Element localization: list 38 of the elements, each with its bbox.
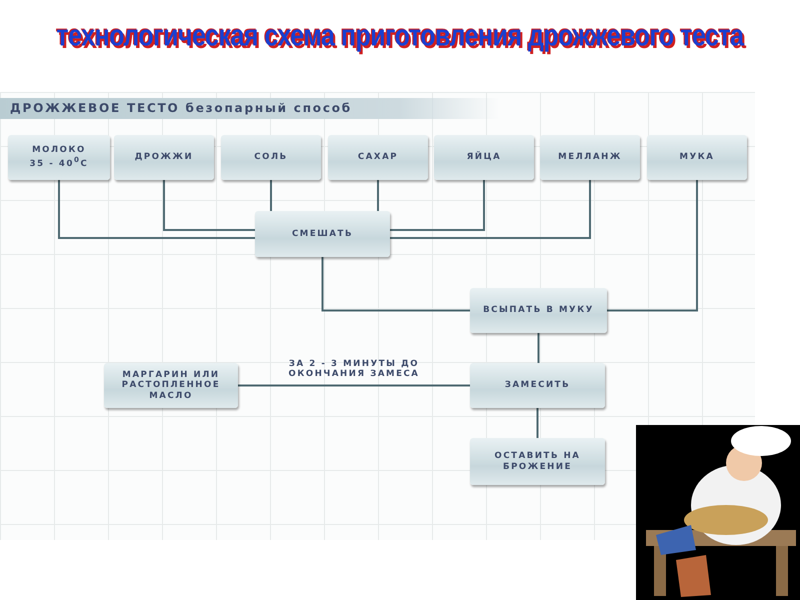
process-box xyxy=(470,438,605,485)
connector-line xyxy=(390,180,485,231)
process-box xyxy=(540,135,640,180)
node-label: ВСЫПАТЬ В МУКУ xyxy=(483,305,594,316)
connector-line xyxy=(607,180,698,312)
connector-line xyxy=(322,257,470,312)
process-box xyxy=(104,363,238,408)
section-heading: ДРОЖЖЕВОЕ ТЕСТО безопарный способ xyxy=(10,101,352,115)
title: технологическая схема приготовления дрожжевого теста xyxy=(55,19,746,54)
process-box xyxy=(470,288,607,333)
connector-line xyxy=(377,180,379,211)
process-box xyxy=(328,135,428,180)
connector-line xyxy=(536,408,538,438)
connector-line xyxy=(270,180,272,211)
node-label: МЕЛЛАНЖ xyxy=(558,152,622,163)
process-box xyxy=(434,135,534,180)
node-label: МУКА xyxy=(680,152,714,163)
connector-line xyxy=(390,180,591,239)
node-label: ДРОЖЖИ xyxy=(134,152,194,163)
process-box xyxy=(8,135,110,180)
node-label: ОСТАВИТЬ НА БРОЖЕНИЕ xyxy=(494,450,582,472)
edge-label: ЗА 2 - 3 МИНУТЫ ДО ОКОНЧАНИЯ ЗАМЕСА xyxy=(288,358,420,380)
node-label: ЯЙЦА xyxy=(466,152,502,163)
node-label: МОЛОКО 35 - 40$^{0}$С xyxy=(28,145,90,170)
connector-line xyxy=(58,180,255,239)
process-box xyxy=(470,363,605,408)
connector-line xyxy=(238,384,470,386)
process-box xyxy=(114,135,214,180)
node-label: ЗАМЕСИТЬ xyxy=(504,380,570,391)
connector-line xyxy=(538,333,540,363)
process-box xyxy=(647,135,747,180)
process-box xyxy=(221,135,321,180)
node-label: САХАР xyxy=(358,152,398,163)
process-box xyxy=(255,211,390,257)
node-label: СМЕШАТЬ xyxy=(292,228,354,240)
node-label: МАРГАРИН ИЛИ РАСТОПЛЕННОЕ МАСЛО xyxy=(120,370,222,402)
node-label: СОЛЬ xyxy=(254,152,288,163)
connector-line xyxy=(163,180,255,231)
